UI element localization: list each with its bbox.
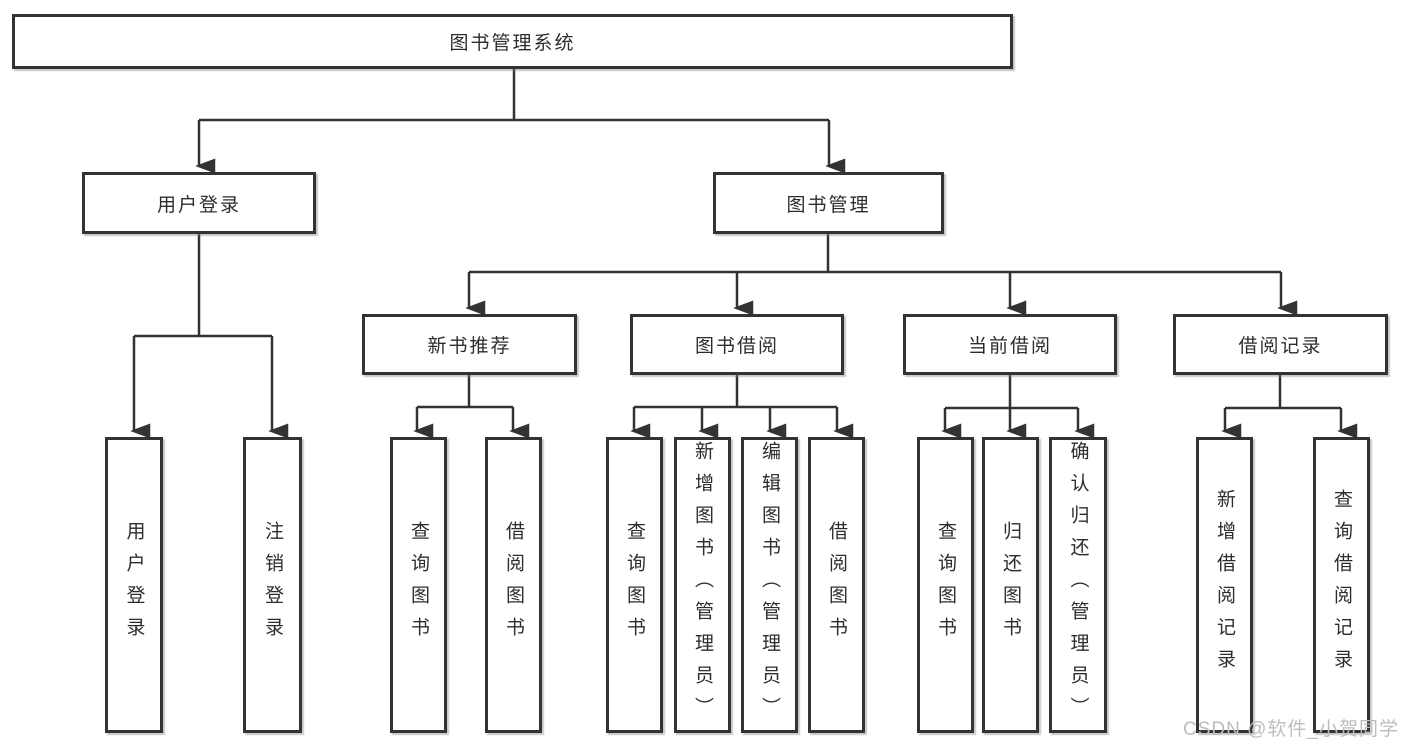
leaf-borrow-book-1: 借阅图书 <box>485 437 542 733</box>
node-label: 用户登录 <box>123 521 145 649</box>
leaf-confirm-return-admin: 确认归还（管理员） <box>1049 437 1107 733</box>
node-label: 图书管理 <box>786 194 871 216</box>
node-label: 图书管理系统 <box>449 33 576 54</box>
node-label: 编辑图书（管理员） <box>759 441 780 729</box>
node-label: 借阅记录 <box>1238 336 1323 357</box>
leaf-add-book-admin: 新增图书（管理员） <box>674 437 731 733</box>
node-label: 用户登录 <box>156 194 241 216</box>
node-label: 确认归还（管理员） <box>1067 441 1089 729</box>
node-current-borrow: 当前借阅 <box>903 314 1117 375</box>
leaf-user-login: 用户登录 <box>105 437 163 733</box>
leaf-edit-book-admin: 编辑图书（管理员） <box>741 437 798 733</box>
node-label: 查询图书 <box>408 521 429 649</box>
csdn-watermark: CSDN @软件_小贺同学 <box>1183 719 1399 740</box>
node-label: 注销登录 <box>262 521 283 649</box>
leaf-add-borrow-record: 新增借阅记录 <box>1196 437 1253 733</box>
node-label: 查询图书 <box>624 521 645 649</box>
node-label: 借阅图书 <box>503 521 524 649</box>
node-user-login: 用户登录 <box>82 172 316 234</box>
node-label: 借阅图书 <box>826 521 847 649</box>
node-label: 新增借阅记录 <box>1214 489 1235 681</box>
node-label: 归还图书 <box>1000 521 1021 649</box>
leaf-query-book-2: 查询图书 <box>606 437 663 733</box>
node-label: 当前借阅 <box>967 336 1052 357</box>
leaf-logout: 注销登录 <box>243 437 302 733</box>
node-borrow-record: 借阅记录 <box>1173 314 1388 375</box>
leaf-query-borrow-record: 查询借阅记录 <box>1313 437 1370 733</box>
leaf-borrow-book-2: 借阅图书 <box>808 437 865 733</box>
node-book-management: 图书管理 <box>713 172 944 234</box>
node-root-library-system: 图书管理系统 <box>12 14 1013 69</box>
leaf-return-book: 归还图书 <box>982 437 1039 733</box>
node-label: 查询图书 <box>935 521 956 649</box>
node-book-borrow: 图书借阅 <box>630 314 844 375</box>
leaf-query-book-1: 查询图书 <box>390 437 447 733</box>
node-label: 图书借阅 <box>694 336 779 357</box>
node-label: 查询借阅记录 <box>1331 489 1352 681</box>
node-new-book-recommend: 新书推荐 <box>362 314 577 375</box>
node-label: 新增图书（管理员） <box>692 441 713 729</box>
node-label: 新书推荐 <box>427 336 512 357</box>
leaf-query-book-3: 查询图书 <box>917 437 974 733</box>
